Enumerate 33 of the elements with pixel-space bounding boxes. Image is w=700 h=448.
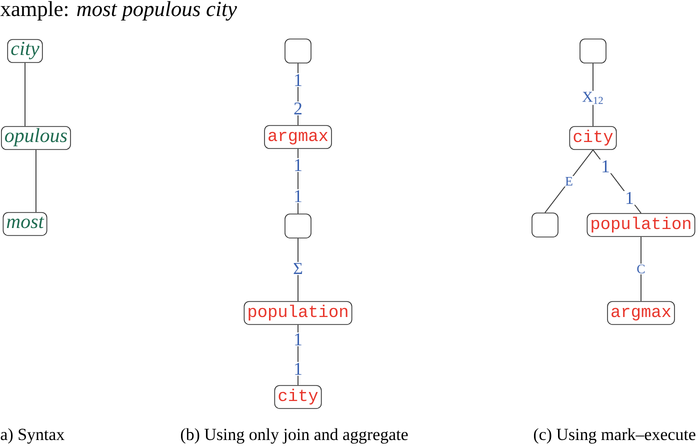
edge-line [24, 62, 26, 127]
empty-node [532, 212, 558, 238]
tree-node: city [274, 385, 322, 409]
edge-label: 1 [600, 159, 612, 174]
tree-node: city [7, 39, 43, 63]
end-label: 1 [292, 189, 304, 204]
subfigure-caption: a) Syntax [0, 428, 64, 444]
tree-node: population [586, 213, 696, 237]
tree-node: most [2, 212, 48, 236]
edge-label: 1 [292, 332, 304, 346]
edge-label: E [564, 176, 574, 186]
empty-node [580, 38, 606, 64]
empty-node [284, 214, 312, 238]
end-label: 1 [624, 191, 636, 205]
tree-node: argmax [607, 301, 675, 325]
tree-node: population [244, 301, 352, 325]
edge-label: 1 [292, 158, 304, 172]
tree-node: opulous [1, 126, 71, 150]
subfigure-caption: (b) Using only join and aggregate [180, 428, 408, 444]
tree-node: argmax [264, 125, 332, 149]
end-label: 1 [292, 362, 304, 376]
edge-line [640, 236, 642, 302]
tree-node: city [569, 126, 617, 150]
edge-line [544, 149, 594, 214]
subfigure-caption: (c) Using mark–execute [534, 428, 696, 444]
title: xample: most populous city [0, 1, 237, 21]
empty-node [284, 38, 312, 64]
edge-line [592, 149, 642, 214]
end-label: 2 [292, 102, 304, 116]
edge-label: X$_{12}$ [580, 90, 606, 105]
edge-label: 1 [292, 73, 304, 87]
edge-label: Σ [292, 262, 304, 276]
edge-label: C [635, 264, 647, 274]
